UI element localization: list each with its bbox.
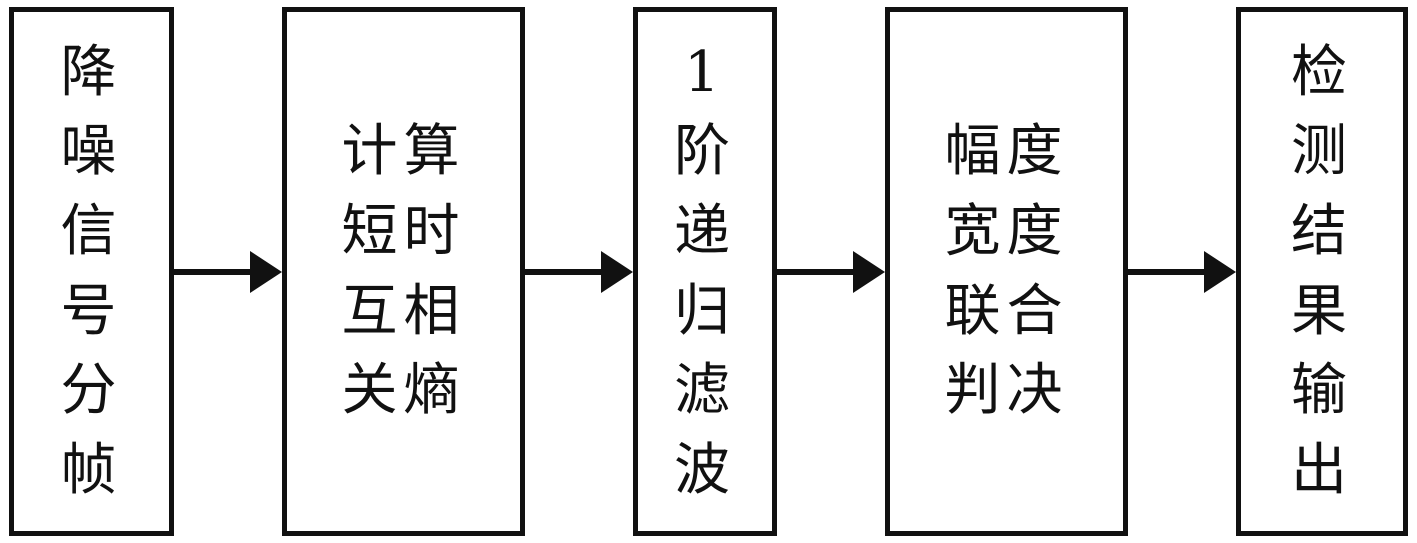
- flow-step-5-detection-result-output: 检 测 结 果 输 出: [1236, 7, 1408, 536]
- flow-step-4-label: 幅度 宽度 联合 判决: [944, 119, 1069, 424]
- arrow-head: [853, 250, 885, 293]
- flow-step-1-label: 降 噪 信 号 分 帧: [60, 39, 123, 503]
- flow-step-4-amplitude-width-joint-decision: 幅度 宽度 联合 判决: [885, 7, 1128, 536]
- arrow-head: [1204, 250, 1236, 293]
- arrow-right-icon: [777, 7, 885, 536]
- arrow-shaft: [777, 268, 853, 275]
- arrow-shaft: [1128, 268, 1204, 275]
- arrow-right-icon: [1128, 7, 1236, 536]
- flow-step-3-label: 1 阶 递 归 滤 波: [674, 39, 736, 503]
- flow-step-5-label: 检 测 结 果 输 出: [1291, 39, 1353, 503]
- arrow-shaft: [174, 268, 250, 275]
- arrow-head: [601, 250, 633, 293]
- flow-step-3-first-order-recursive-filter: 1 阶 递 归 滤 波: [633, 7, 777, 536]
- arrow-right-icon: [174, 7, 282, 536]
- flow-step-1-denoise-signal-framing: 降 噪 信 号 分 帧: [9, 7, 174, 536]
- arrow-head: [250, 250, 282, 293]
- flow-step-2-short-time-cross-correntropy: 计算 短时 互相 关熵: [282, 7, 525, 536]
- arrow-shaft: [525, 268, 601, 275]
- flow-step-2-label: 计算 短时 互相 关熵: [341, 119, 466, 424]
- arrow-right-icon: [525, 7, 633, 536]
